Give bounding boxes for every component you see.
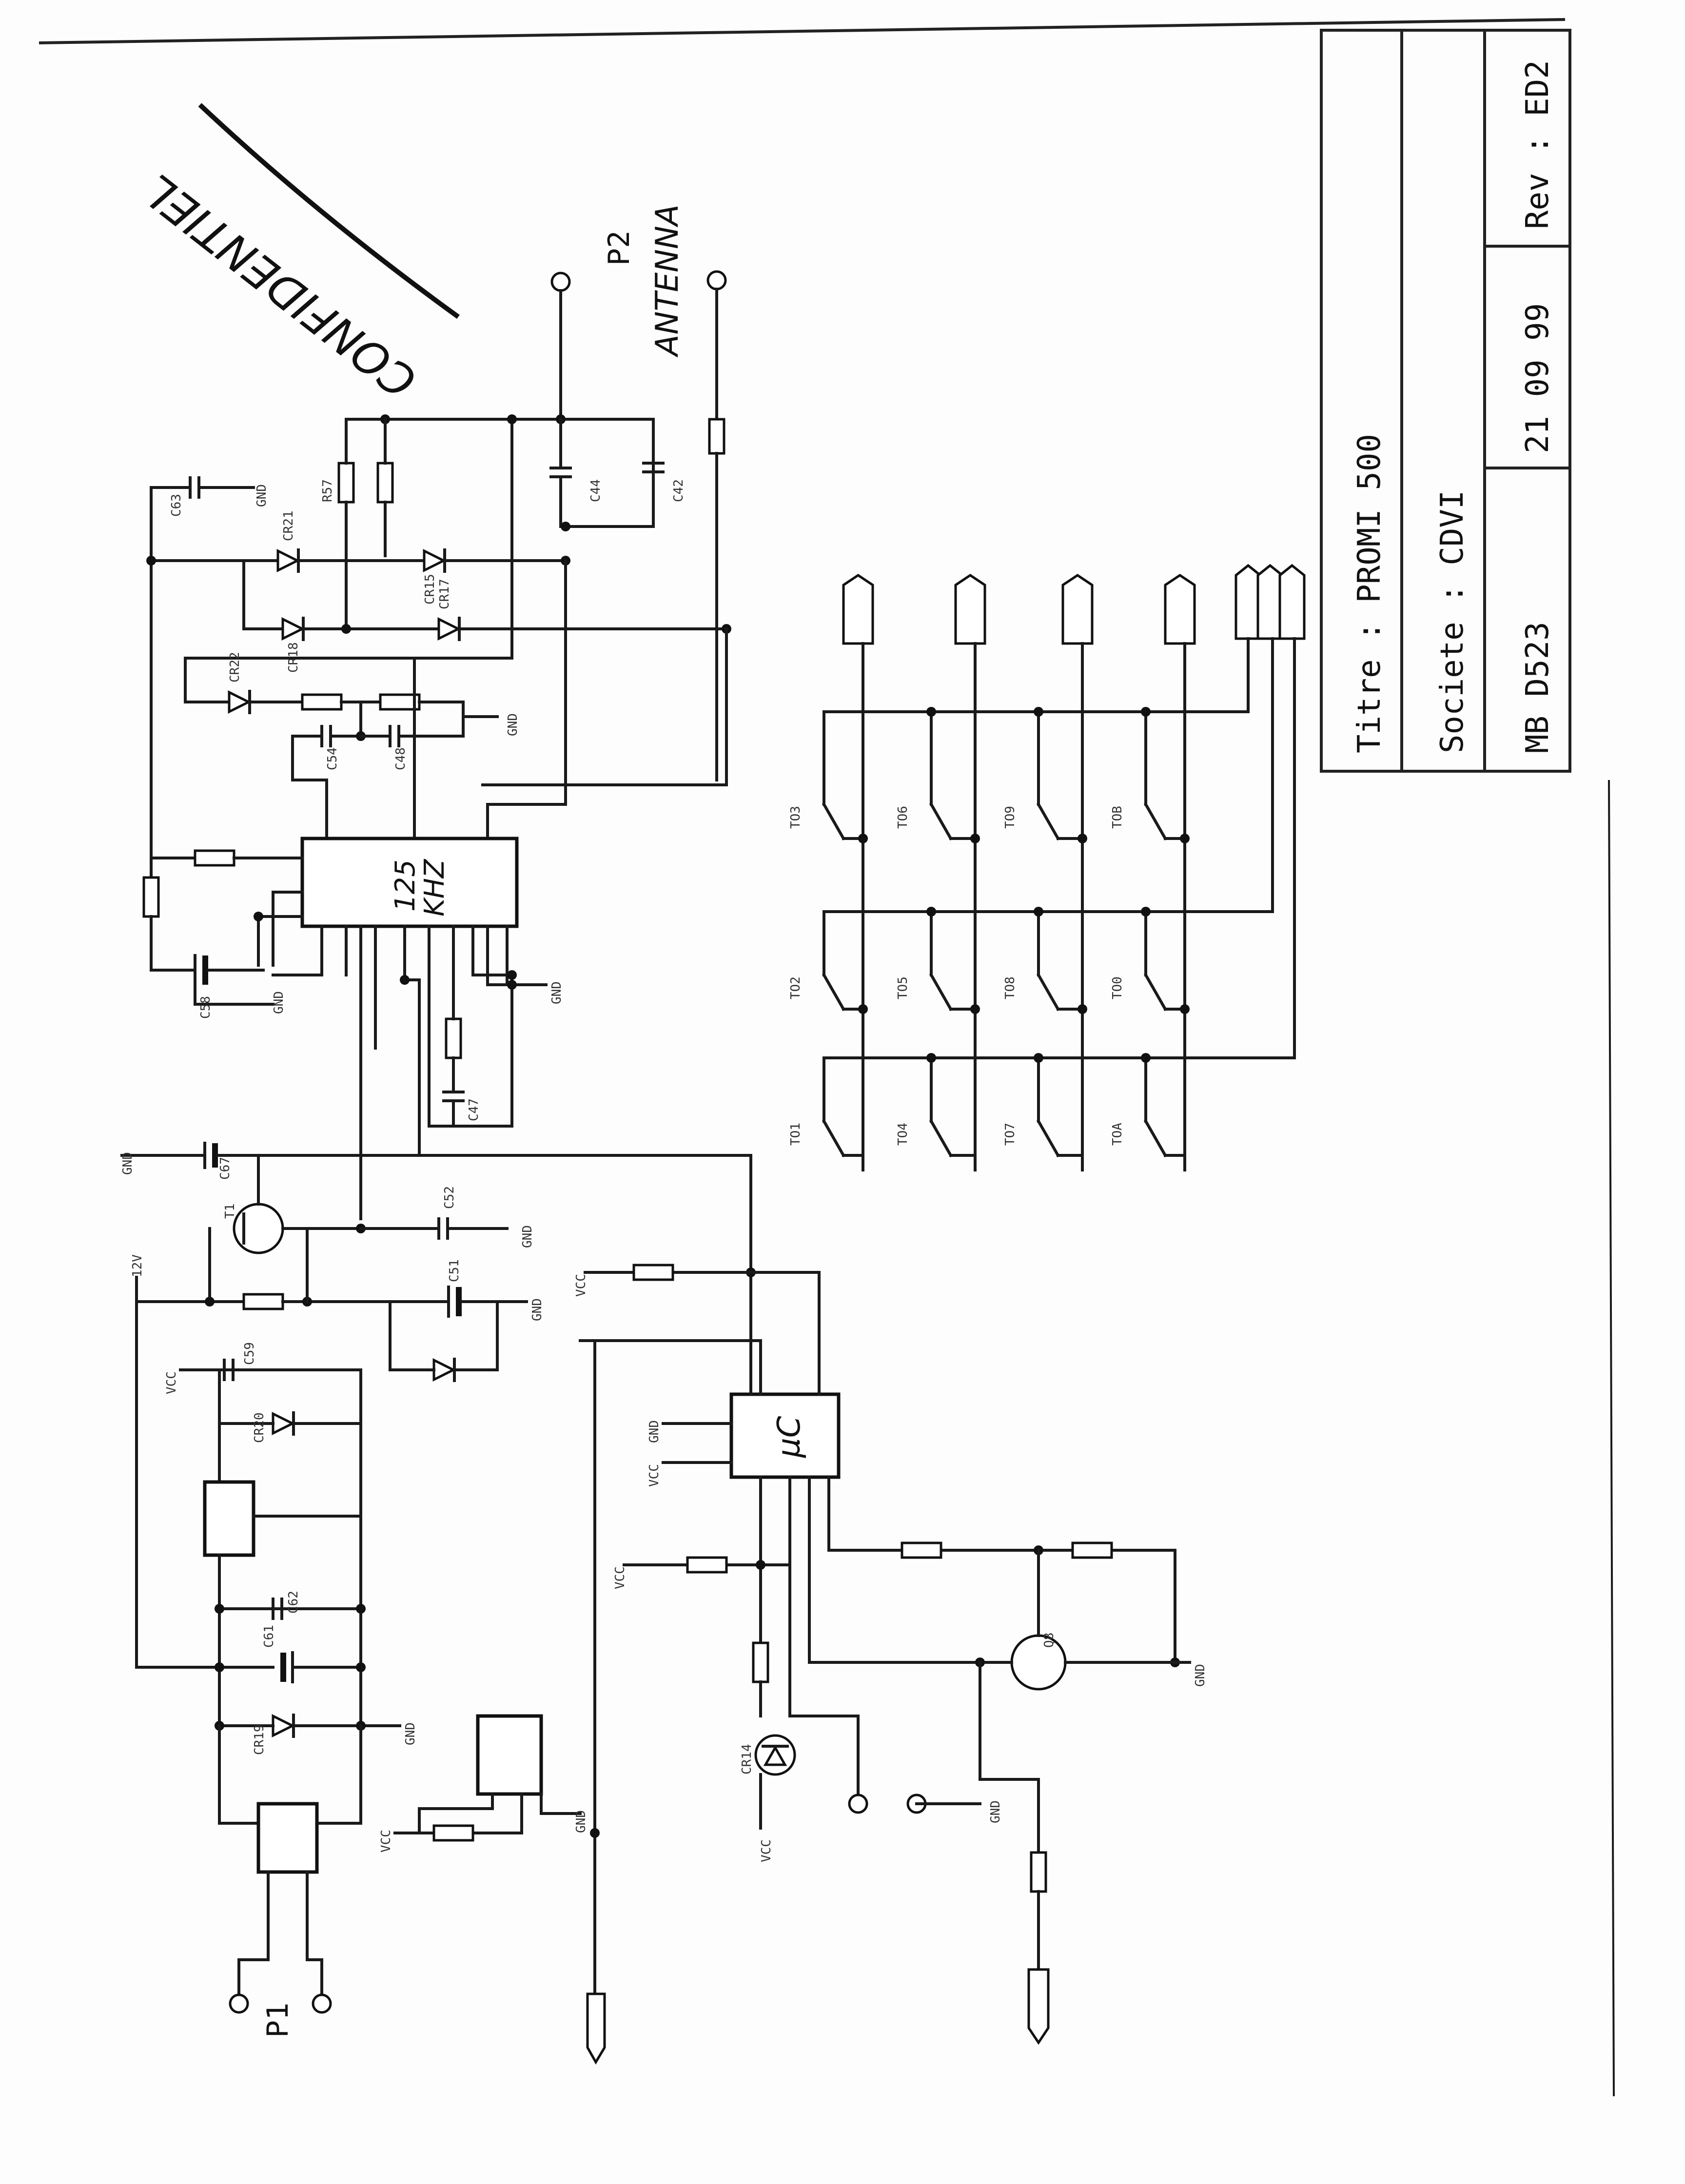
rf-section: C44 C42 R57 C63 GND CR21 CR15 — [146, 414, 731, 850]
to9-label: TO9 — [1003, 806, 1018, 829]
to1-label: TO1 — [788, 1123, 803, 1146]
p1-terminal-a — [229, 1993, 249, 2014]
gnd-uc: GND — [647, 1420, 662, 1443]
gnd-c67: GND — [120, 1152, 135, 1175]
to8-label: TO8 — [1003, 976, 1018, 999]
vcc-uc-top: VCC — [574, 1274, 588, 1297]
c52-label: C52 — [442, 1186, 457, 1209]
v12-label: 12V — [130, 1254, 145, 1277]
confidential-stamp: CONFIDENTIEL — [134, 164, 426, 408]
gnd-q8: GND — [1193, 1664, 1208, 1687]
c61-label: C61 — [262, 1625, 276, 1648]
ic-125-text: 125 — [390, 859, 421, 912]
gnd-c63: GND — [255, 484, 269, 507]
vcc-led-bottom: VCC — [759, 1839, 774, 1862]
to3-label: TO3 — [788, 806, 803, 829]
input-connector — [586, 1992, 606, 2065]
resistor-antenna — [708, 418, 725, 455]
vcc-uc: VCC — [647, 1464, 662, 1487]
c58-label: C58 — [198, 996, 213, 1019]
gnd-cr19: GND — [403, 1722, 418, 1745]
right-border — [1608, 780, 1615, 2097]
c54-label: C54 — [325, 747, 340, 770]
c62-label: C62 — [286, 1591, 301, 1614]
to2-label: TO2 — [788, 976, 803, 999]
revision-text: Rev : ED2 — [1520, 60, 1556, 229]
p2-terminals — [550, 270, 727, 781]
p2-label: P2 — [602, 231, 636, 266]
cr14-label: CR14 — [740, 1744, 754, 1774]
gnd-c51: GND — [530, 1298, 545, 1321]
c42-label: C42 — [671, 479, 686, 502]
cr15-label: CR15 — [423, 574, 437, 604]
t1-label: T1 — [223, 1204, 237, 1219]
tob-label: TOB — [1110, 806, 1125, 829]
company-text: Societe : CDVI — [1434, 490, 1470, 753]
p1-terminal-b — [312, 1993, 332, 2014]
c44-label: C44 — [588, 479, 603, 502]
gnd-c58: GND — [272, 991, 286, 1014]
ic-125khz: 125 KHZ C58 GND — [142, 837, 564, 1220]
date-text: 21 09 99 — [1520, 303, 1556, 453]
uc-text: µC — [771, 1416, 807, 1458]
antenna-label: ANTENNA — [649, 204, 686, 358]
gnd-c52: GND — [520, 1225, 535, 1248]
keypad-matrix: TO3 TO6 TO9 TOB TO2 TO5 TO8 TO0 TO1 TO4 … — [788, 564, 1306, 1171]
toa-label: TOA — [1110, 1123, 1125, 1146]
cr19-label: CR19 — [252, 1724, 267, 1755]
confidential-underline — [198, 103, 460, 319]
to4-label: TO4 — [896, 1123, 910, 1146]
cr17-label: CR17 — [437, 579, 452, 609]
gnd-relay: GND — [574, 1810, 588, 1833]
c63-label: C63 — [169, 494, 184, 517]
gnd-button: GND — [988, 1800, 1003, 1823]
title-text: Titre : PROMI 500 — [1352, 434, 1388, 753]
cr22-label: CR22 — [228, 652, 242, 682]
board-id-text: MB D523 — [1520, 622, 1556, 753]
ic-khz-text: KHZ — [419, 858, 451, 916]
c59-label: C59 — [242, 1342, 257, 1365]
p1-label: P1 — [261, 2003, 295, 2038]
switch-grid — [822, 710, 1186, 1158]
microcontroller-section: µC VCC GND VCC VCC CR14 VCC — [574, 1154, 1208, 2065]
to7-label: TO7 — [1003, 1123, 1018, 1146]
uc-chip — [729, 1392, 841, 1479]
to0-label: TO0 — [1110, 976, 1125, 999]
vcc-relay: VCC — [379, 1830, 393, 1852]
c67-label: C67 — [218, 1157, 233, 1180]
gnd-ic: GND — [549, 981, 564, 1004]
power-section: GND C67 T1 C52 GND 12V — [120, 1142, 752, 2014]
c51-label: C51 — [447, 1259, 462, 1282]
to6-label: TO6 — [896, 806, 910, 829]
cr20-label: CR20 — [252, 1412, 267, 1443]
vcc-reg: VCC — [164, 1371, 179, 1394]
top-border — [39, 18, 1566, 44]
vcc-led: VCC — [613, 1566, 627, 1589]
gnd-cr22: GND — [506, 713, 520, 736]
cr21-label: CR21 — [281, 510, 296, 541]
q8-label: Q8 — [1042, 1633, 1057, 1648]
output-connector — [1027, 1968, 1050, 2045]
r57-label: R57 — [320, 479, 335, 502]
c48-label: C48 — [393, 747, 408, 770]
c47-label: C47 — [467, 1098, 481, 1121]
title-block: Titre : PROMI 500 Societe : CDVI MB D523… — [1320, 29, 1571, 773]
to5-label: TO5 — [896, 976, 910, 999]
